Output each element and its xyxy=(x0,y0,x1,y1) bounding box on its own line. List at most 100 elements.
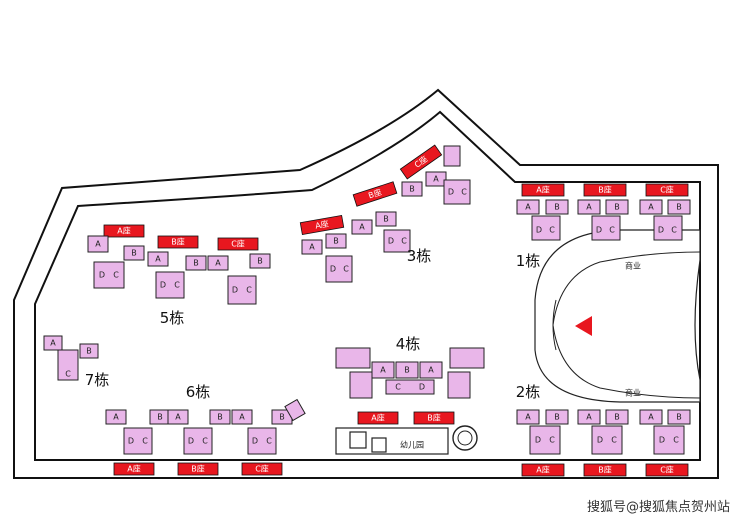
unit-block xyxy=(185,255,207,271)
unit-label: D xyxy=(535,436,541,445)
unit-block xyxy=(183,427,213,455)
unit-block xyxy=(207,255,229,271)
unit-label: B xyxy=(193,259,199,268)
b6-seat-c-tag: C座 xyxy=(241,462,283,476)
unit-block xyxy=(385,379,435,395)
unit-label: B xyxy=(257,257,263,266)
commercial-label-top: 商业 xyxy=(625,261,641,271)
building-1-label: 1栋 xyxy=(516,252,541,270)
unit-block xyxy=(167,409,189,425)
site-boundary xyxy=(13,88,719,479)
unit-block xyxy=(605,409,629,425)
unit-label: A xyxy=(239,413,245,422)
unit-label: B xyxy=(614,413,620,422)
unit-label: D xyxy=(99,271,105,280)
unit-block xyxy=(105,409,127,425)
unit-label: D xyxy=(659,436,665,445)
seat-tag-label: C座 xyxy=(660,465,674,475)
unit-label: A xyxy=(648,203,654,212)
unit-label: D xyxy=(160,281,166,290)
unit-label: A xyxy=(50,339,56,348)
b5-seat-a-tag: A座 xyxy=(103,224,145,238)
unit-label: B xyxy=(217,413,223,422)
unit-block xyxy=(335,347,371,369)
unit-label: C xyxy=(671,226,677,235)
unit-label: D xyxy=(252,437,258,446)
unit-label: C xyxy=(343,265,349,274)
unit-block xyxy=(653,215,683,241)
unit-label: B xyxy=(676,413,682,422)
unit-block xyxy=(284,398,306,422)
unit-block xyxy=(591,425,623,455)
unit-label: C xyxy=(401,237,407,246)
unit-label: A xyxy=(525,413,531,422)
b2-seat-b-tag: B座 xyxy=(583,463,627,477)
unit-block xyxy=(123,245,145,261)
unit-label: B xyxy=(404,366,410,375)
unit-label: B xyxy=(676,203,682,212)
seat-tag-label: A座 xyxy=(127,464,140,474)
unit-label: A xyxy=(359,223,365,232)
unit-label: A xyxy=(586,413,592,422)
unit-block xyxy=(401,181,423,197)
unit-block xyxy=(371,361,395,379)
b6-seat-b-tag: B座 xyxy=(177,462,219,476)
b3-seat-a-tag: A座 xyxy=(299,214,345,236)
unit-label: B xyxy=(614,203,620,212)
unit-block xyxy=(443,179,471,205)
unit-label: A xyxy=(428,366,434,375)
unit-block xyxy=(123,427,153,455)
unit-label: B xyxy=(157,413,163,422)
marker-icon xyxy=(575,316,592,336)
unit-label: C xyxy=(202,437,208,446)
building-5-label: 5栋 xyxy=(160,309,185,327)
unit-block xyxy=(87,235,109,253)
unit-label: B xyxy=(131,249,137,258)
building-3-label: 3栋 xyxy=(407,247,432,265)
building-4-label: 4栋 xyxy=(396,335,421,353)
unit-label: B xyxy=(554,413,560,422)
b4-seat-a-tag: A座 xyxy=(357,411,399,425)
unit-label: B xyxy=(409,185,415,194)
b3-seat-c-tag: C座 xyxy=(399,144,443,180)
building-2-label: 2栋 xyxy=(516,383,541,401)
unit-block xyxy=(667,199,691,215)
unit-block xyxy=(249,253,271,269)
commercial-label-bottom: 商业 xyxy=(625,388,641,398)
unit-block xyxy=(93,261,125,289)
b4-seat-b-tag: B座 xyxy=(413,411,455,425)
unit-label: D xyxy=(658,226,664,235)
unit-block xyxy=(577,409,601,425)
watermark: 搜狐号@搜狐焦点贺州站 xyxy=(586,500,730,515)
unit-label: C xyxy=(142,437,148,446)
unit-block xyxy=(155,271,185,299)
unit-label: C xyxy=(673,436,679,445)
unit-label: A xyxy=(525,203,531,212)
seat-tag-label: C座 xyxy=(231,239,245,249)
unit-label: A xyxy=(433,175,439,184)
unit-label: D xyxy=(448,188,454,197)
seat-tag-label: C座 xyxy=(255,464,269,474)
unit-label: B xyxy=(554,203,560,212)
unit-block xyxy=(639,199,663,215)
b5-seat-b-tag: B座 xyxy=(157,235,199,249)
unit-label: C xyxy=(174,281,180,290)
b1-seat-a-tag: A座 xyxy=(521,183,565,197)
unit-label: C xyxy=(65,370,71,379)
seat-tag-label: B座 xyxy=(367,187,383,201)
unit-label: A xyxy=(380,366,386,375)
unit-label: D xyxy=(597,436,603,445)
unit-block xyxy=(419,361,443,379)
unit-block xyxy=(577,199,601,215)
seat-tag-label: A座 xyxy=(536,185,549,195)
unit-block xyxy=(301,239,323,255)
unit-block xyxy=(351,219,373,235)
unit-block xyxy=(545,199,569,215)
unit-label: A xyxy=(175,413,181,422)
seat-tag-label: B座 xyxy=(598,185,612,195)
b2-seat-a-tag: A座 xyxy=(521,463,565,477)
